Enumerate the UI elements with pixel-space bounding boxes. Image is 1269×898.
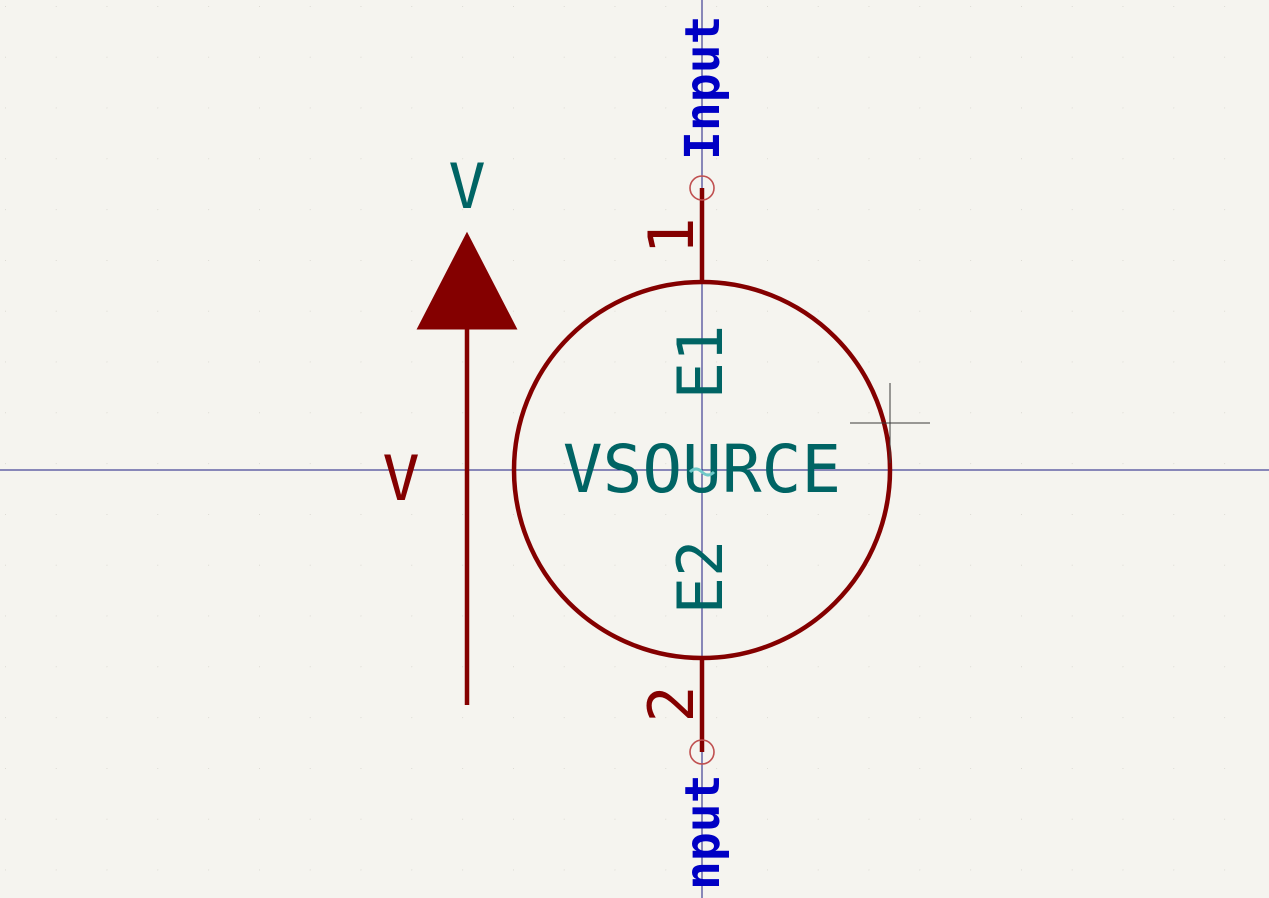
- pin-2-connection-point[interactable]: [689, 739, 715, 765]
- pin-1-number: 1: [635, 217, 708, 254]
- origin-anchor-mark: [688, 467, 716, 477]
- pin-2-number: 2: [635, 685, 708, 722]
- reference-designator-top[interactable]: E1: [664, 325, 737, 400]
- voltage-arrow-head: [416, 231, 518, 330]
- reference-designator-bottom[interactable]: E2: [664, 540, 737, 615]
- arrow-label-side: V: [382, 442, 419, 515]
- cursor-crosshair-icon: [850, 383, 930, 463]
- symbol-value-label[interactable]: VSOURCE: [563, 431, 841, 508]
- net-label-bottom[interactable]: nput: [675, 774, 731, 890]
- pin-1-connection-point[interactable]: [689, 175, 715, 201]
- arrow-label-top: V: [448, 150, 485, 223]
- net-label-top[interactable]: Input: [675, 16, 731, 161]
